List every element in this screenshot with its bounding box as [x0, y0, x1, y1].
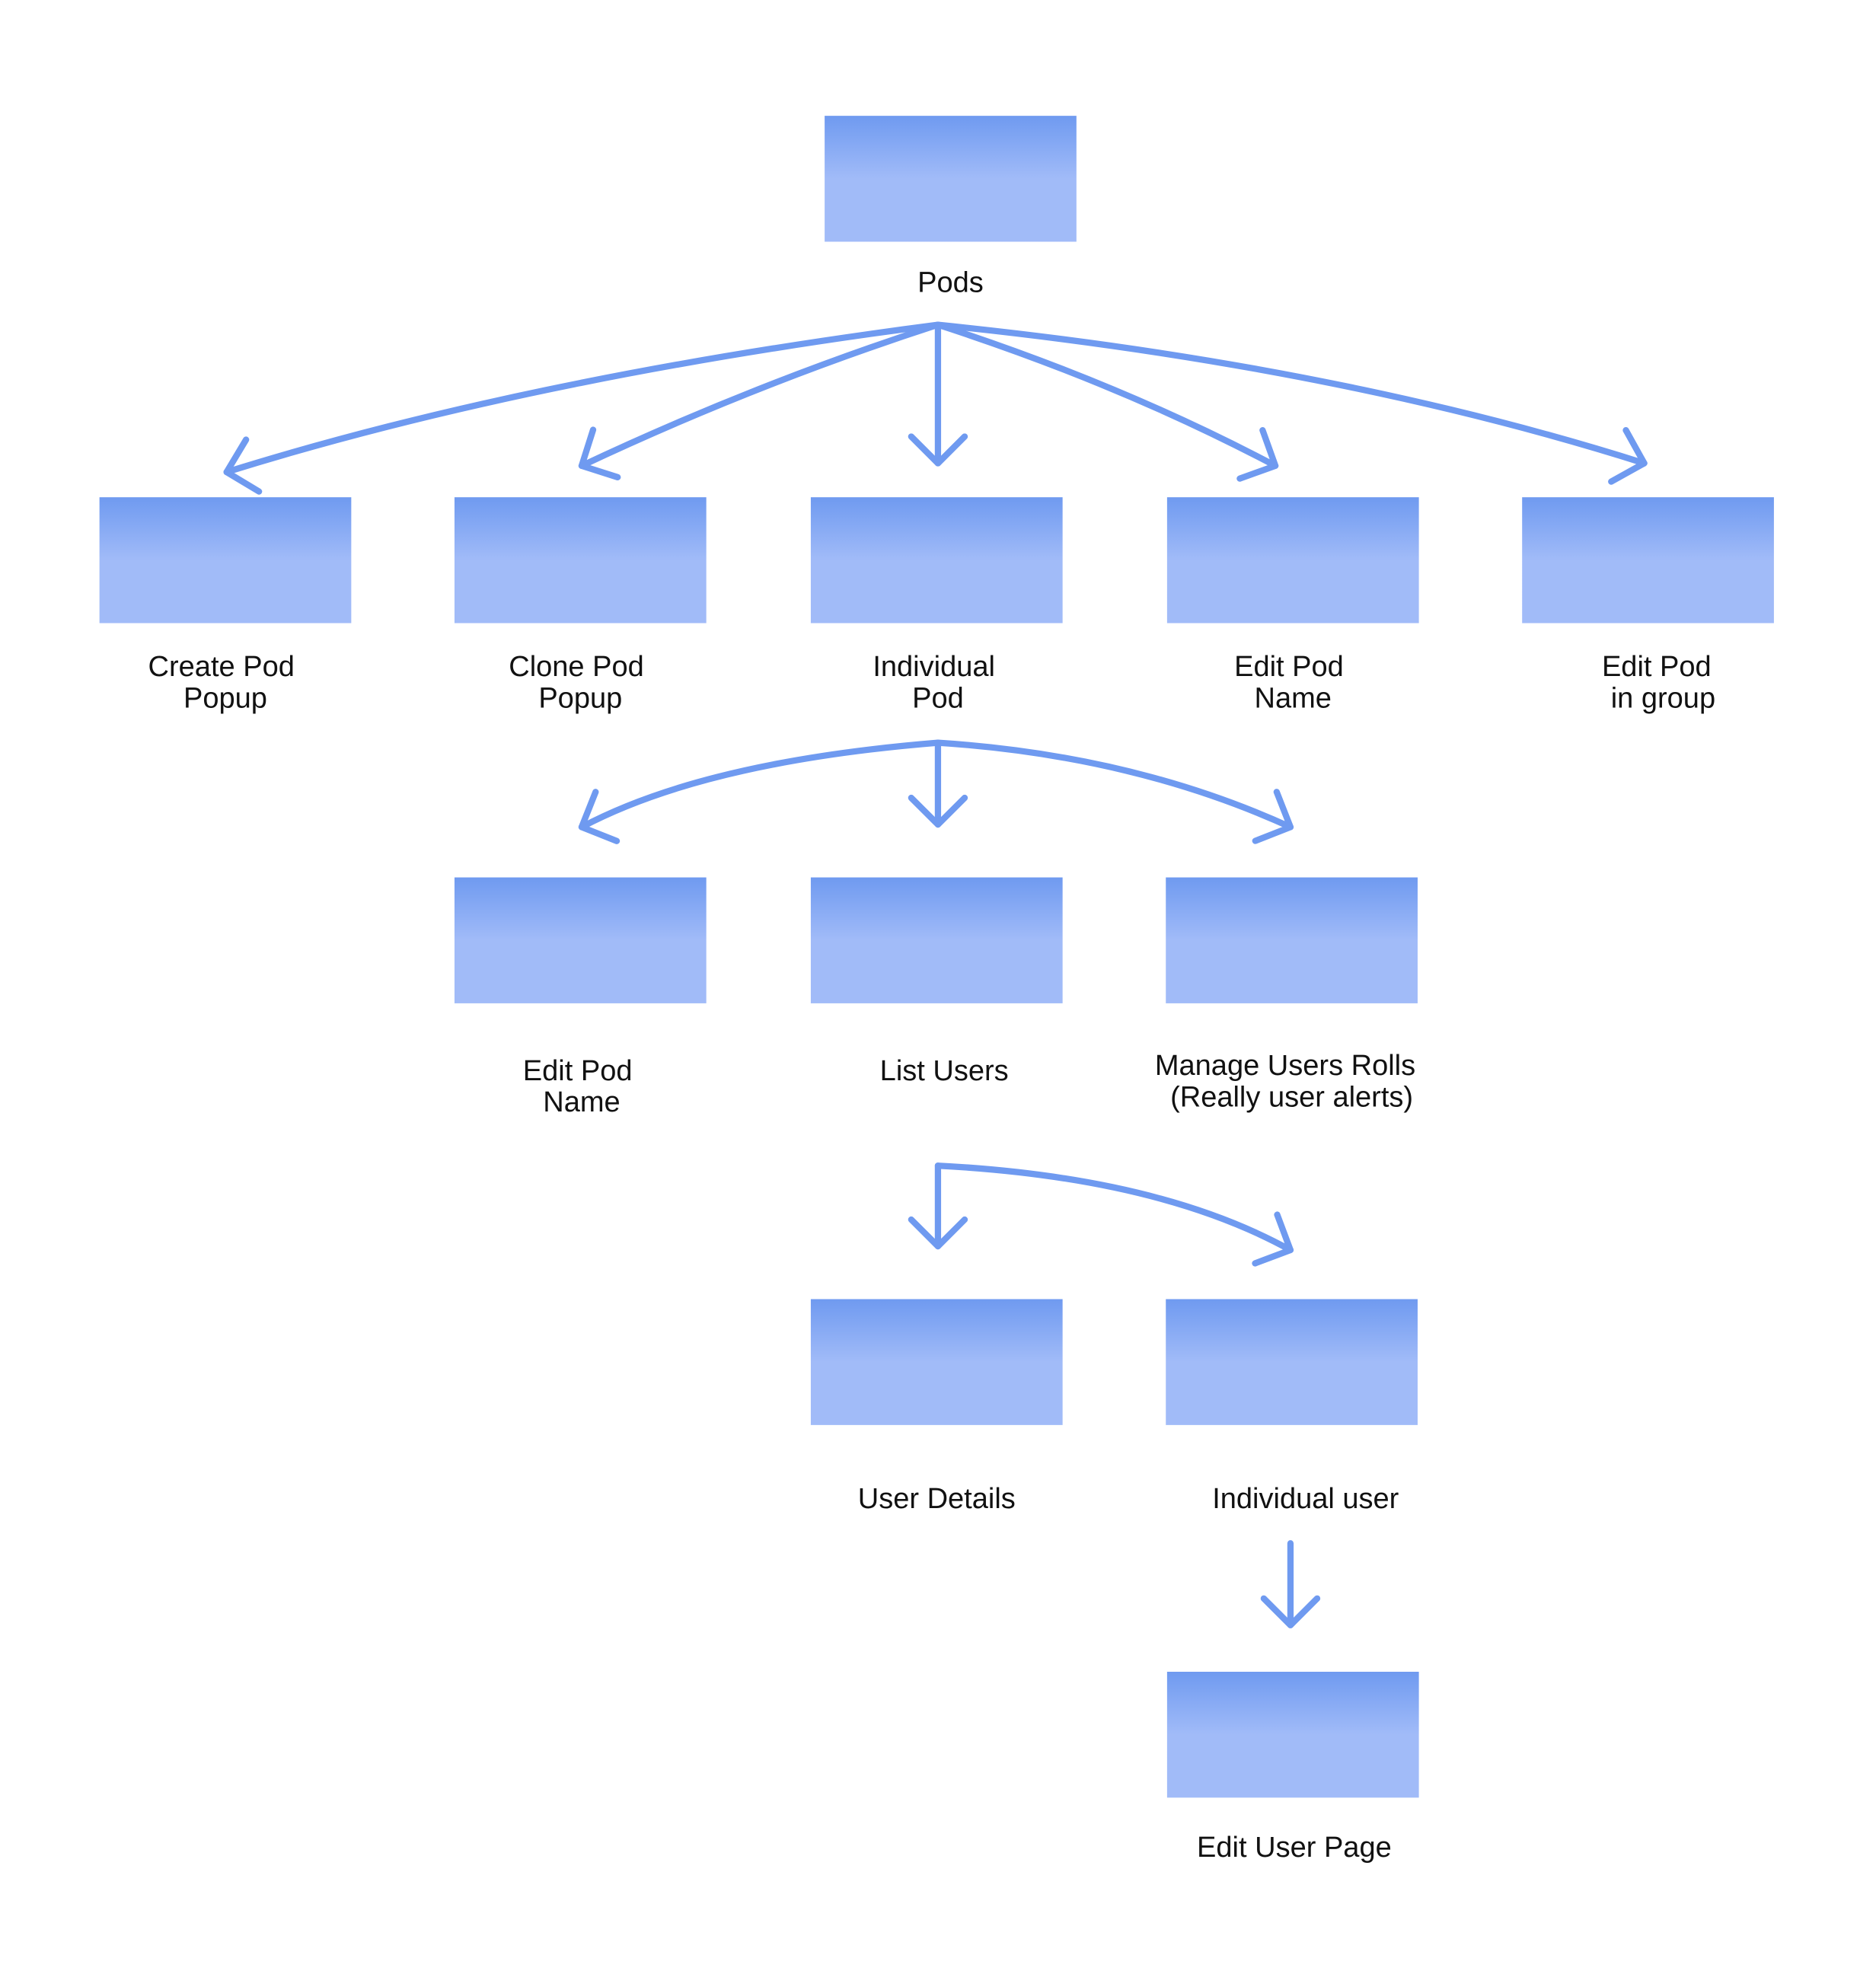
- node-box[interactable]: [99, 497, 352, 623]
- node-box[interactable]: [1166, 497, 1419, 623]
- node-box[interactable]: [1166, 877, 1418, 1003]
- arrowhead-icon: [908, 1216, 968, 1250]
- connector-line: [934, 321, 1648, 467]
- node-list-users[interactable]: List Users: [810, 877, 1063, 1087]
- connector-line: [934, 739, 1294, 831]
- arrowhead-icon: [578, 426, 621, 481]
- node-box[interactable]: [810, 497, 1063, 623]
- node-box[interactable]: [1166, 1671, 1419, 1798]
- connector-line: [934, 1162, 1294, 1254]
- node-label: Edit Pod Name: [1234, 651, 1351, 714]
- arrowhead-icon: [578, 789, 621, 844]
- node-manage-users-rolls[interactable]: Manage Users Rolls (Really user alerts): [1155, 877, 1424, 1114]
- node-label: Manage Users Rolls (Really user alerts): [1155, 1050, 1424, 1113]
- node-label: Edit User Page: [1197, 1832, 1392, 1864]
- arrowhead-icon: [908, 794, 968, 828]
- arrowhead-icon: [1252, 1211, 1294, 1267]
- node-label: List Users: [880, 1055, 1009, 1087]
- node-box[interactable]: [825, 116, 1077, 242]
- node-label: Pods: [917, 267, 984, 299]
- node-pods[interactable]: Pods: [825, 116, 1077, 299]
- node-edit-pod-in-group[interactable]: Edit Pod in group: [1522, 497, 1774, 714]
- connector-line: [934, 321, 1279, 469]
- node-label: Edit Pod Name: [523, 1055, 640, 1118]
- node-label: Individual user: [1212, 1483, 1399, 1515]
- node-label: Create Pod Popup: [148, 651, 303, 714]
- arrowhead-icon: [1260, 1595, 1321, 1628]
- node-box[interactable]: [810, 1299, 1063, 1425]
- node-edit-pod-name[interactable]: Edit Pod Name: [1166, 497, 1419, 714]
- node-label: Individual Pod: [873, 651, 1003, 714]
- node-label: User Details: [858, 1483, 1016, 1515]
- node-create-pod-popup[interactable]: Create Pod Popup: [99, 497, 352, 714]
- connector-line: [578, 321, 942, 469]
- node-user-details[interactable]: User Details: [810, 1299, 1063, 1515]
- arrowhead-icon: [1236, 427, 1279, 482]
- arrowhead-icon: [223, 436, 263, 495]
- connector-line: [578, 739, 942, 831]
- node-box[interactable]: [810, 877, 1063, 1003]
- node-edit-user-page[interactable]: Edit User Page: [1166, 1671, 1419, 1864]
- node-individual-user[interactable]: Individual user: [1166, 1299, 1418, 1515]
- node-individual-pod[interactable]: Individual Pod: [810, 497, 1063, 714]
- connector-line: [223, 321, 942, 476]
- arrowhead-icon: [1608, 427, 1648, 485]
- node-clone-pod-popup[interactable]: Clone Pod Popup: [454, 497, 707, 714]
- node-box[interactable]: [454, 877, 707, 1003]
- node-edit-pod-name-2[interactable]: Edit Pod Name: [454, 877, 707, 1119]
- arrowhead-icon: [1252, 789, 1294, 844]
- node-box[interactable]: [1522, 497, 1774, 623]
- node-label: Edit Pod in group: [1602, 651, 1719, 714]
- node-label: Clone Pod Popup: [509, 651, 652, 714]
- arrowhead-icon: [908, 433, 968, 467]
- node-box[interactable]: [454, 497, 707, 623]
- node-box[interactable]: [1166, 1299, 1418, 1425]
- connector-arrows: [223, 321, 1648, 1628]
